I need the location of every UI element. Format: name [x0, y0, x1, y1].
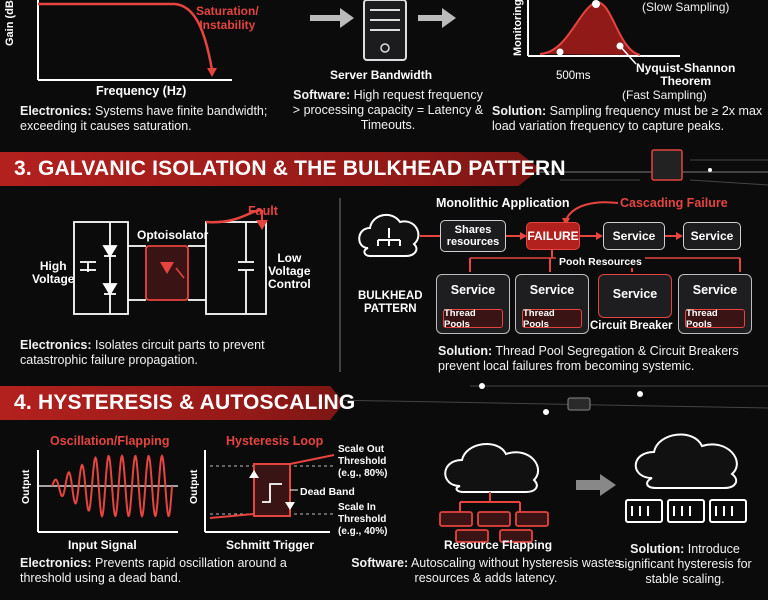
thread-pool-badge: Thread Pools	[443, 308, 503, 330]
oscillation-ylabel: Output	[20, 469, 32, 504]
section2-solution-caption: Solution: Sampling frequency must be ≥ 2…	[492, 104, 763, 133]
section4-header-bar	[0, 386, 344, 420]
service-label: Service	[612, 287, 658, 301]
monolith-service-2: Service	[683, 222, 741, 250]
fault-arrow	[160, 208, 268, 279]
section3-electronics-caption: Electronics: Isolates circuit parts to p…	[20, 338, 265, 367]
flapping-cloud	[444, 442, 540, 512]
service-label: Service	[692, 283, 738, 297]
oscillation-plot	[37, 450, 178, 533]
thread-pool-badge: Thread Pools	[522, 308, 582, 330]
bode-xlabel: Frequency (Hz)	[96, 84, 187, 98]
resource-flapping-label: Resource Flapping	[444, 538, 553, 552]
section3-solution-caption: Solution: Thread Pool Segregation & Circ…	[438, 344, 739, 373]
sampling-ylabel: Monitoring	[512, 0, 524, 56]
bulkhead-service-3: Service	[598, 274, 672, 318]
stable-cloud	[625, 433, 747, 523]
sampling-plot	[527, 0, 680, 65]
section2-software-caption: Software: High request frequency > proce…	[292, 88, 484, 132]
sampling-tick: 500ms	[556, 70, 591, 82]
circuit-breaker-label: Circuit Breaker	[590, 320, 673, 332]
server-diagram	[310, 0, 456, 61]
scale-out-label: Scale Out Threshold (e.g., 80%)	[338, 444, 388, 479]
bode-annotation: Saturation/ Instability	[196, 4, 259, 32]
cloud-network-icon	[358, 213, 420, 257]
section4-electronics-caption: Electronics: Prevents rapid oscillation …	[20, 556, 287, 585]
section4-software-caption: Software: Autoscaling without hysteresis…	[351, 556, 621, 585]
section4-title: 4. HYSTERESIS & AUTOSCALING	[14, 391, 356, 414]
section3-title: 3. GALVANIC ISOLATION & THE BULKHEAD PAT…	[14, 157, 566, 180]
slow-sampling-label: (Slow Sampling)	[642, 0, 730, 14]
schmitt-label: Schmitt Trigger	[226, 538, 315, 552]
nyquist-label: Nyquist-Shannon Theorem	[636, 61, 736, 88]
dead-band-label: Dead Band	[300, 486, 355, 498]
bulkhead-label: BULKHEAD PATTERN	[358, 290, 423, 315]
hysteresis-ylabel: Output	[188, 469, 200, 504]
low-voltage-label: Low Voltage Control	[268, 251, 311, 291]
section4-solution-caption: Solution: Introduce significant hysteres…	[618, 542, 752, 586]
optoisolator-label: Optoisolator	[137, 228, 209, 242]
bulkhead-service-2: Service Thread Pools	[515, 274, 589, 334]
bode-ylabel: Gain (dB)	[4, 0, 16, 46]
oscillation-title: Oscillation/Flapping	[50, 434, 170, 448]
glow-decoration	[329, 383, 768, 415]
arrow-right	[576, 474, 616, 496]
monolith-service-1: Service	[603, 222, 665, 250]
high-voltage-label: High Voltage	[32, 259, 75, 286]
bulkhead-service-4: Service Thread Pools	[678, 274, 752, 334]
input-signal-label: Input Signal	[68, 538, 137, 552]
section3-header-bar	[0, 152, 540, 186]
bode-plot	[37, 0, 232, 81]
pool-resources-label: Pooh Resources	[556, 256, 645, 268]
scale-in-label: Scale In Threshold (e.g., 40%)	[338, 502, 388, 537]
bulkhead-service-1: Service Thread Pools	[436, 274, 510, 334]
fast-sampling-label: (Fast Sampling)	[622, 88, 707, 102]
service-label: Service	[450, 283, 496, 297]
chip-decoration	[540, 149, 768, 186]
server-bandwidth-label: Server Bandwidth	[330, 68, 433, 82]
shares-resources-box: Shares resources	[440, 220, 506, 252]
thread-pool-badge: Thread Pools	[685, 308, 745, 330]
failure-box: FAILURE	[526, 222, 580, 250]
cascading-failure-label: Cascading Failure	[620, 196, 728, 210]
section2-electronics-caption: Electronics: Systems have finite bandwid…	[20, 104, 268, 133]
monolithic-title: Monolithic Application	[436, 196, 570, 210]
hysteresis-title: Hysteresis Loop	[226, 434, 324, 448]
hysteresis-plot	[204, 450, 335, 533]
service-label: Service	[529, 283, 575, 297]
flapping-servers	[439, 511, 549, 543]
fault-label: Fault	[248, 204, 278, 218]
